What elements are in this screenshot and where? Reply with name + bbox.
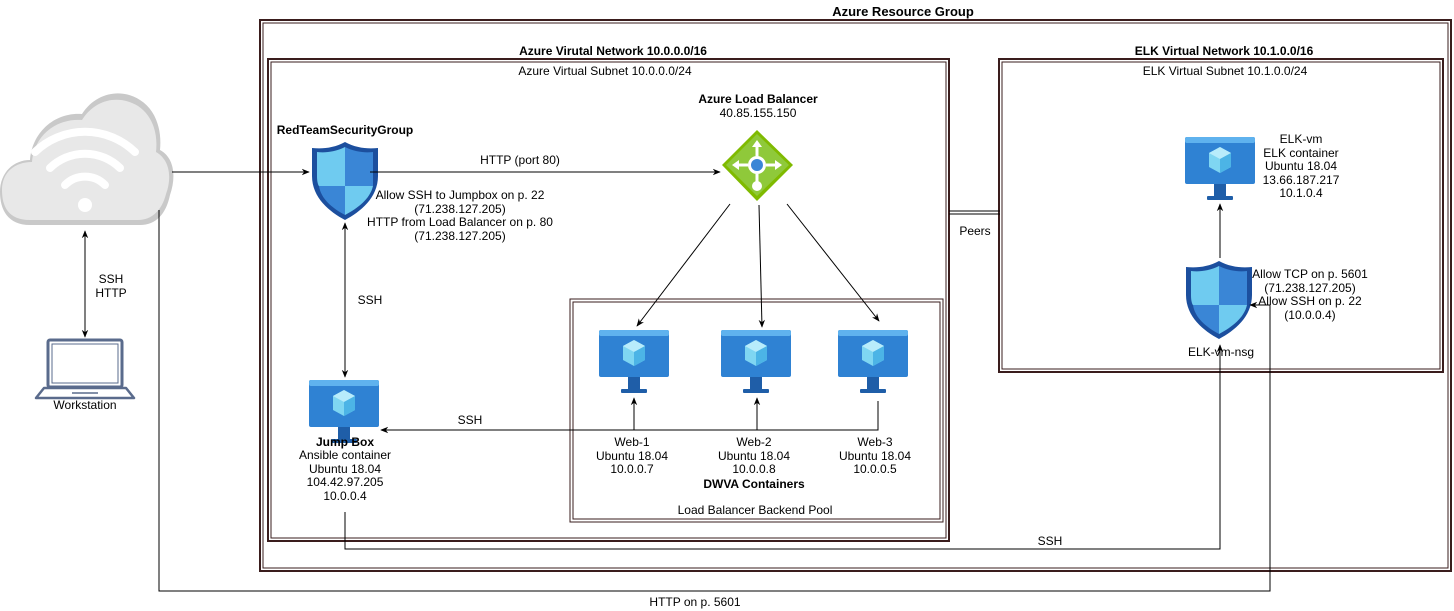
link-jumpbox-webs [380, 401, 879, 434]
elk-vnet-frame [998, 58, 1444, 373]
link-lb-web-1 [636, 203, 731, 327]
ssh-jumpbox-elk-label: SSH [1037, 534, 1063, 548]
backend-pool-frame [569, 298, 944, 523]
workstation-label: Workstation [53, 398, 117, 412]
http-port-80-label: HTTP (port 80) [480, 153, 560, 167]
backend-pool-title: Load Balancer Backend Pool [677, 503, 833, 517]
redteam-nsg-title: RedTeamSecurityGroup [276, 123, 414, 137]
web-1-vm-icon [599, 330, 669, 393]
load-balancer-ip: 40.85.155.150 [719, 106, 797, 120]
link-cloud-elk-http [158, 210, 1271, 592]
web-2-details: Web-2 Ubuntu 18.04 10.0.0.8 [717, 435, 791, 476]
resource-group-frame [259, 19, 1452, 572]
elk-subnet-title: ELK Virtual Subnet 10.1.0.0/24 [1142, 64, 1308, 78]
peers-label: Peers [959, 224, 991, 238]
link-jumpbox-elk-ssh [344, 344, 1224, 550]
workstation-laptop-icon [34, 338, 136, 400]
resource-group-title: Azure Resource Group [832, 4, 974, 19]
elk-vnet-title: ELK Virtual Network 10.1.0.0/16 [1134, 44, 1314, 58]
link-lb-web-2 [758, 204, 766, 328]
redteam-nsg-rules: Allow SSH to Jumpbox on p. 22 (71.238.12… [367, 188, 553, 243]
load-balancer-icon [722, 130, 793, 201]
link-lb-web-3 [786, 203, 880, 322]
web-1-details: Web-1 Ubuntu 18.04 10.0.0.7 [595, 435, 669, 476]
dwva-containers-label: DWVA Containers [703, 477, 805, 491]
azure-subnet-title: Azure Virtual Subnet 10.0.0.0/24 [518, 64, 692, 78]
ssh-nsg-jumpbox-label: SSH [357, 293, 383, 307]
web-3-details: Web-3 Ubuntu 18.04 10.0.0.5 [838, 435, 912, 476]
azure-vnet-frame [267, 58, 950, 542]
elk-vm-details: ELK-vm ELK container Ubuntu 18.04 13.66.… [1262, 132, 1340, 200]
web-3-vm-icon [838, 330, 908, 393]
internet-cloud-icon [0, 93, 174, 225]
elk-nsg-title: ELK-vm-nsg [1187, 345, 1255, 359]
elk-vm-icon [1185, 137, 1255, 200]
load-balancer-title: Azure Load Balancer [698, 92, 818, 106]
elk-nsg-shield-icon [1186, 261, 1252, 339]
azure-vnet-title: Azure Virutal Network 10.0.0.0/16 [519, 44, 707, 58]
ssh-jumpbox-webs-label: SSH [457, 413, 483, 427]
jumpbox-vm-icon [309, 380, 379, 443]
ssh-http-label: SSH HTTP [95, 272, 127, 300]
elk-nsg-rules: Allow TCP on p. 5601 (71.238.127.205) Al… [1252, 267, 1368, 322]
web-2-vm-icon [721, 330, 791, 393]
jumpbox-title: Jump Box [315, 435, 375, 449]
jumpbox-details: Ansible container Ubuntu 18.04 104.42.97… [298, 448, 392, 503]
http-5601-label: HTTP on p. 5601 [649, 595, 741, 609]
